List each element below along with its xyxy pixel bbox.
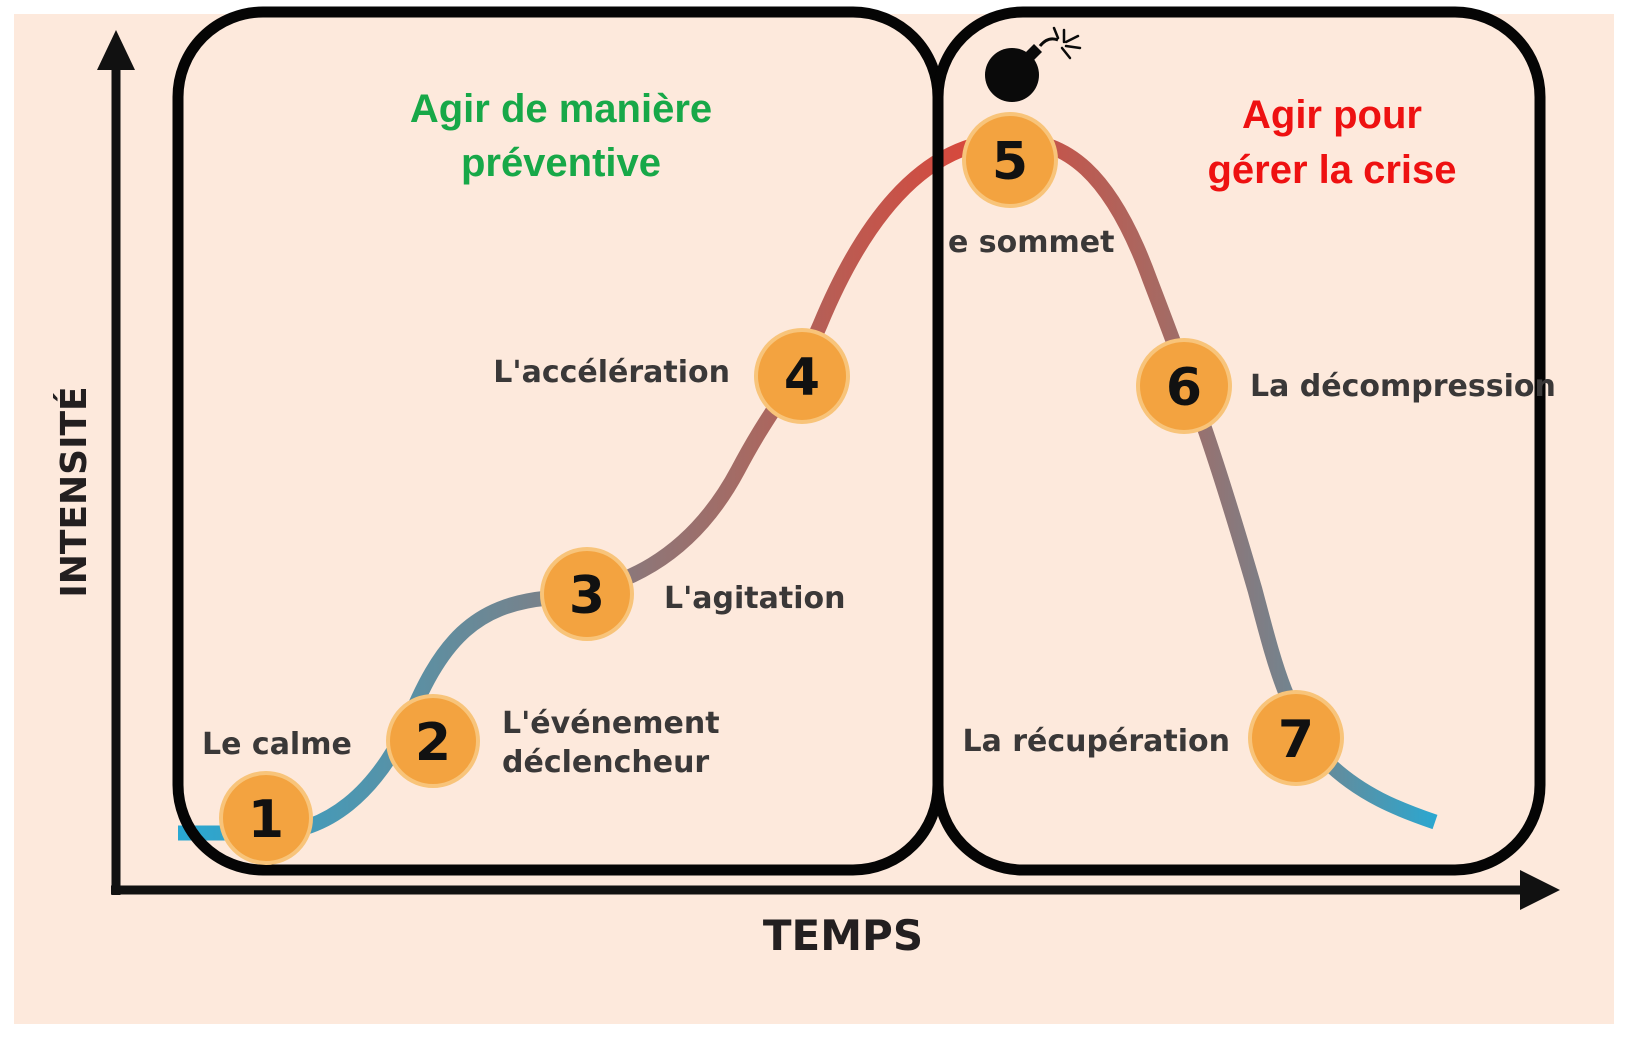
step-5-badge: 5 xyxy=(962,112,1058,208)
x-axis-label: TEMPS xyxy=(763,911,923,960)
preventive-title-line2: préventive xyxy=(461,141,661,185)
y-axis-arrow xyxy=(97,30,135,70)
step-3-label: L'agitation xyxy=(664,581,845,616)
step-4-label: L'accélération xyxy=(493,355,730,390)
step-5-circle xyxy=(962,112,1058,208)
step-7-circle xyxy=(1248,690,1344,786)
step-6-circle xyxy=(1136,338,1232,434)
intensity-curve xyxy=(178,132,1438,841)
step-5-label: e sommet xyxy=(948,225,1114,260)
y-axis-label: INTENSITÉ xyxy=(53,386,95,597)
step-2-badge: 2 xyxy=(386,694,480,788)
step-6-badge: 6 xyxy=(1136,338,1232,434)
preventive-title-line1: Agir de manière xyxy=(410,87,712,131)
step-4-circle xyxy=(754,328,850,424)
step-2-circle xyxy=(386,694,480,788)
step-3-circle xyxy=(540,547,634,641)
step-1-badge: 1 xyxy=(219,771,313,865)
step-5-number: 5 xyxy=(992,132,1028,192)
step-1-label: Le calme xyxy=(202,727,352,762)
step-7-badge: 7 xyxy=(1248,690,1344,786)
step-6-number: 6 xyxy=(1166,358,1202,418)
step-4-number: 4 xyxy=(784,348,820,408)
crisis-zone-frame xyxy=(932,6,1546,876)
step-1-number: 1 xyxy=(248,790,284,850)
step-2-number: 2 xyxy=(415,713,451,773)
step-7-number: 7 xyxy=(1278,710,1314,770)
step-4-badge: 4 xyxy=(754,328,850,424)
crisis-title-line2: gérer la crise xyxy=(1207,148,1456,192)
step-3-badge: 3 xyxy=(540,547,634,641)
step-2-label-line2: déclencheur xyxy=(502,745,709,780)
step-7-label: La récupération xyxy=(962,724,1230,759)
step-1-circle xyxy=(219,771,313,865)
crisis-title-line1: Agir pour xyxy=(1242,93,1422,137)
step-3-number: 3 xyxy=(569,566,605,626)
step-2-label-line1: L'événement xyxy=(502,706,720,741)
x-axis-arrow xyxy=(1520,870,1560,910)
bomb-icon xyxy=(985,26,1082,102)
step-6-label: La décompression xyxy=(1250,369,1556,404)
